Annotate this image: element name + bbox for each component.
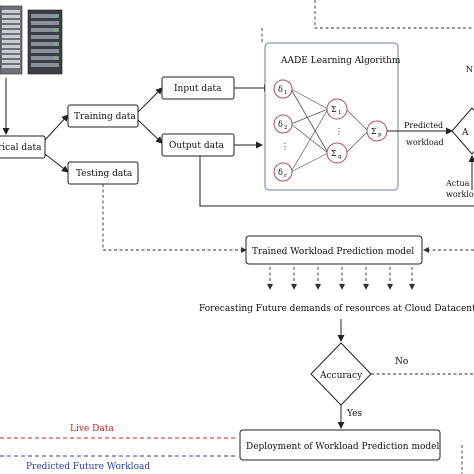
svg-text:δ: δ [278,120,283,129]
output-actual-loop-line [199,156,474,207]
actual-workload-label-2: worklo [446,190,474,199]
predicted-workload-label-1: Predicted [404,121,443,130]
neuron-delta-2: δ 2 [273,114,293,134]
yes-label: Yes [346,409,362,419]
svg-text:δ: δ [278,168,283,177]
output-data-box: Output data [161,133,235,157]
trained-model-box: Trained Workload Prediction model [245,235,423,265]
training-to-input-arrow [137,87,163,113]
testing-data-box: Testing data [67,161,139,185]
accuracy-label: Accuracy [319,371,363,381]
neuron-sigma-p: Σ p [366,120,388,142]
svg-text:r: r [284,173,287,179]
svg-text:1: 1 [284,90,288,96]
no-label: No [395,357,408,367]
accuracy-diamond: Accuracy [310,342,372,406]
output-data-label: Output data [169,141,225,151]
svg-text:Σ: Σ [331,105,337,114]
algorithm-title: AADE Learning Algorithm [280,56,401,66]
historical-data-box: rical data [0,135,46,159]
predicted-workload-label-2: workload [406,138,444,147]
neuron-sigma-q: Σ q [326,142,348,164]
deployment-box: Deployment of Workload Prediction model [239,429,441,461]
live-data-label: Live Data [70,424,114,434]
neuron-delta-r: δ r [273,162,293,182]
svg-text:Σ: Σ [331,149,337,158]
input-data-box: Input data [161,76,235,100]
neuron-delta-1: δ 1 [273,79,293,99]
server-rack-icon [0,5,63,75]
svg-text:δ: δ [278,85,283,94]
top-feedback-dashed-line [314,0,474,29]
svg-text:1: 1 [338,110,342,116]
svg-text:A: A [461,128,469,138]
aade-algorithm-panel: AADE Learning Algorithm δ 1 δ 2 ⋮ δ r [264,42,401,191]
testing-data-label: Testing data [76,169,133,179]
actual-workload-label-1: Actua [445,179,470,188]
historical-data-label: rical data [0,143,42,153]
training-data-box: Training data [67,104,139,128]
historical-to-training-arrow [44,114,69,141]
trained-model-label: Trained Workload Prediction model [252,247,414,257]
neuron-sigma-1: Σ 1 [326,98,348,120]
comparison-diamond: A [451,107,474,155]
forecasting-label: Forecasting Future demands of resources … [199,304,474,314]
input-data-label: Input data [174,84,222,94]
predicted-future-label: Predicted Future Workload [26,462,150,472]
testing-to-model-dashed-arrow [102,184,247,253]
deployment-label: Deployment of Workload Prediction model [246,442,440,452]
svg-text:2: 2 [284,125,288,131]
historical-to-testing-arrow [44,153,69,173]
input-layer-ellipsis: ⋮ [281,142,289,151]
training-data-label: Training data [74,112,136,122]
svg-text:Σ: Σ [371,127,377,136]
network-connections [290,88,369,173]
training-to-output-arrow [137,119,163,144]
right-cut-label: N [466,65,473,74]
hidden-layer-ellipsis: ⋮ [335,127,343,136]
svg-text:p: p [378,132,382,138]
forecast-dashed-arrows [267,267,415,290]
svg-text:q: q [338,154,342,160]
